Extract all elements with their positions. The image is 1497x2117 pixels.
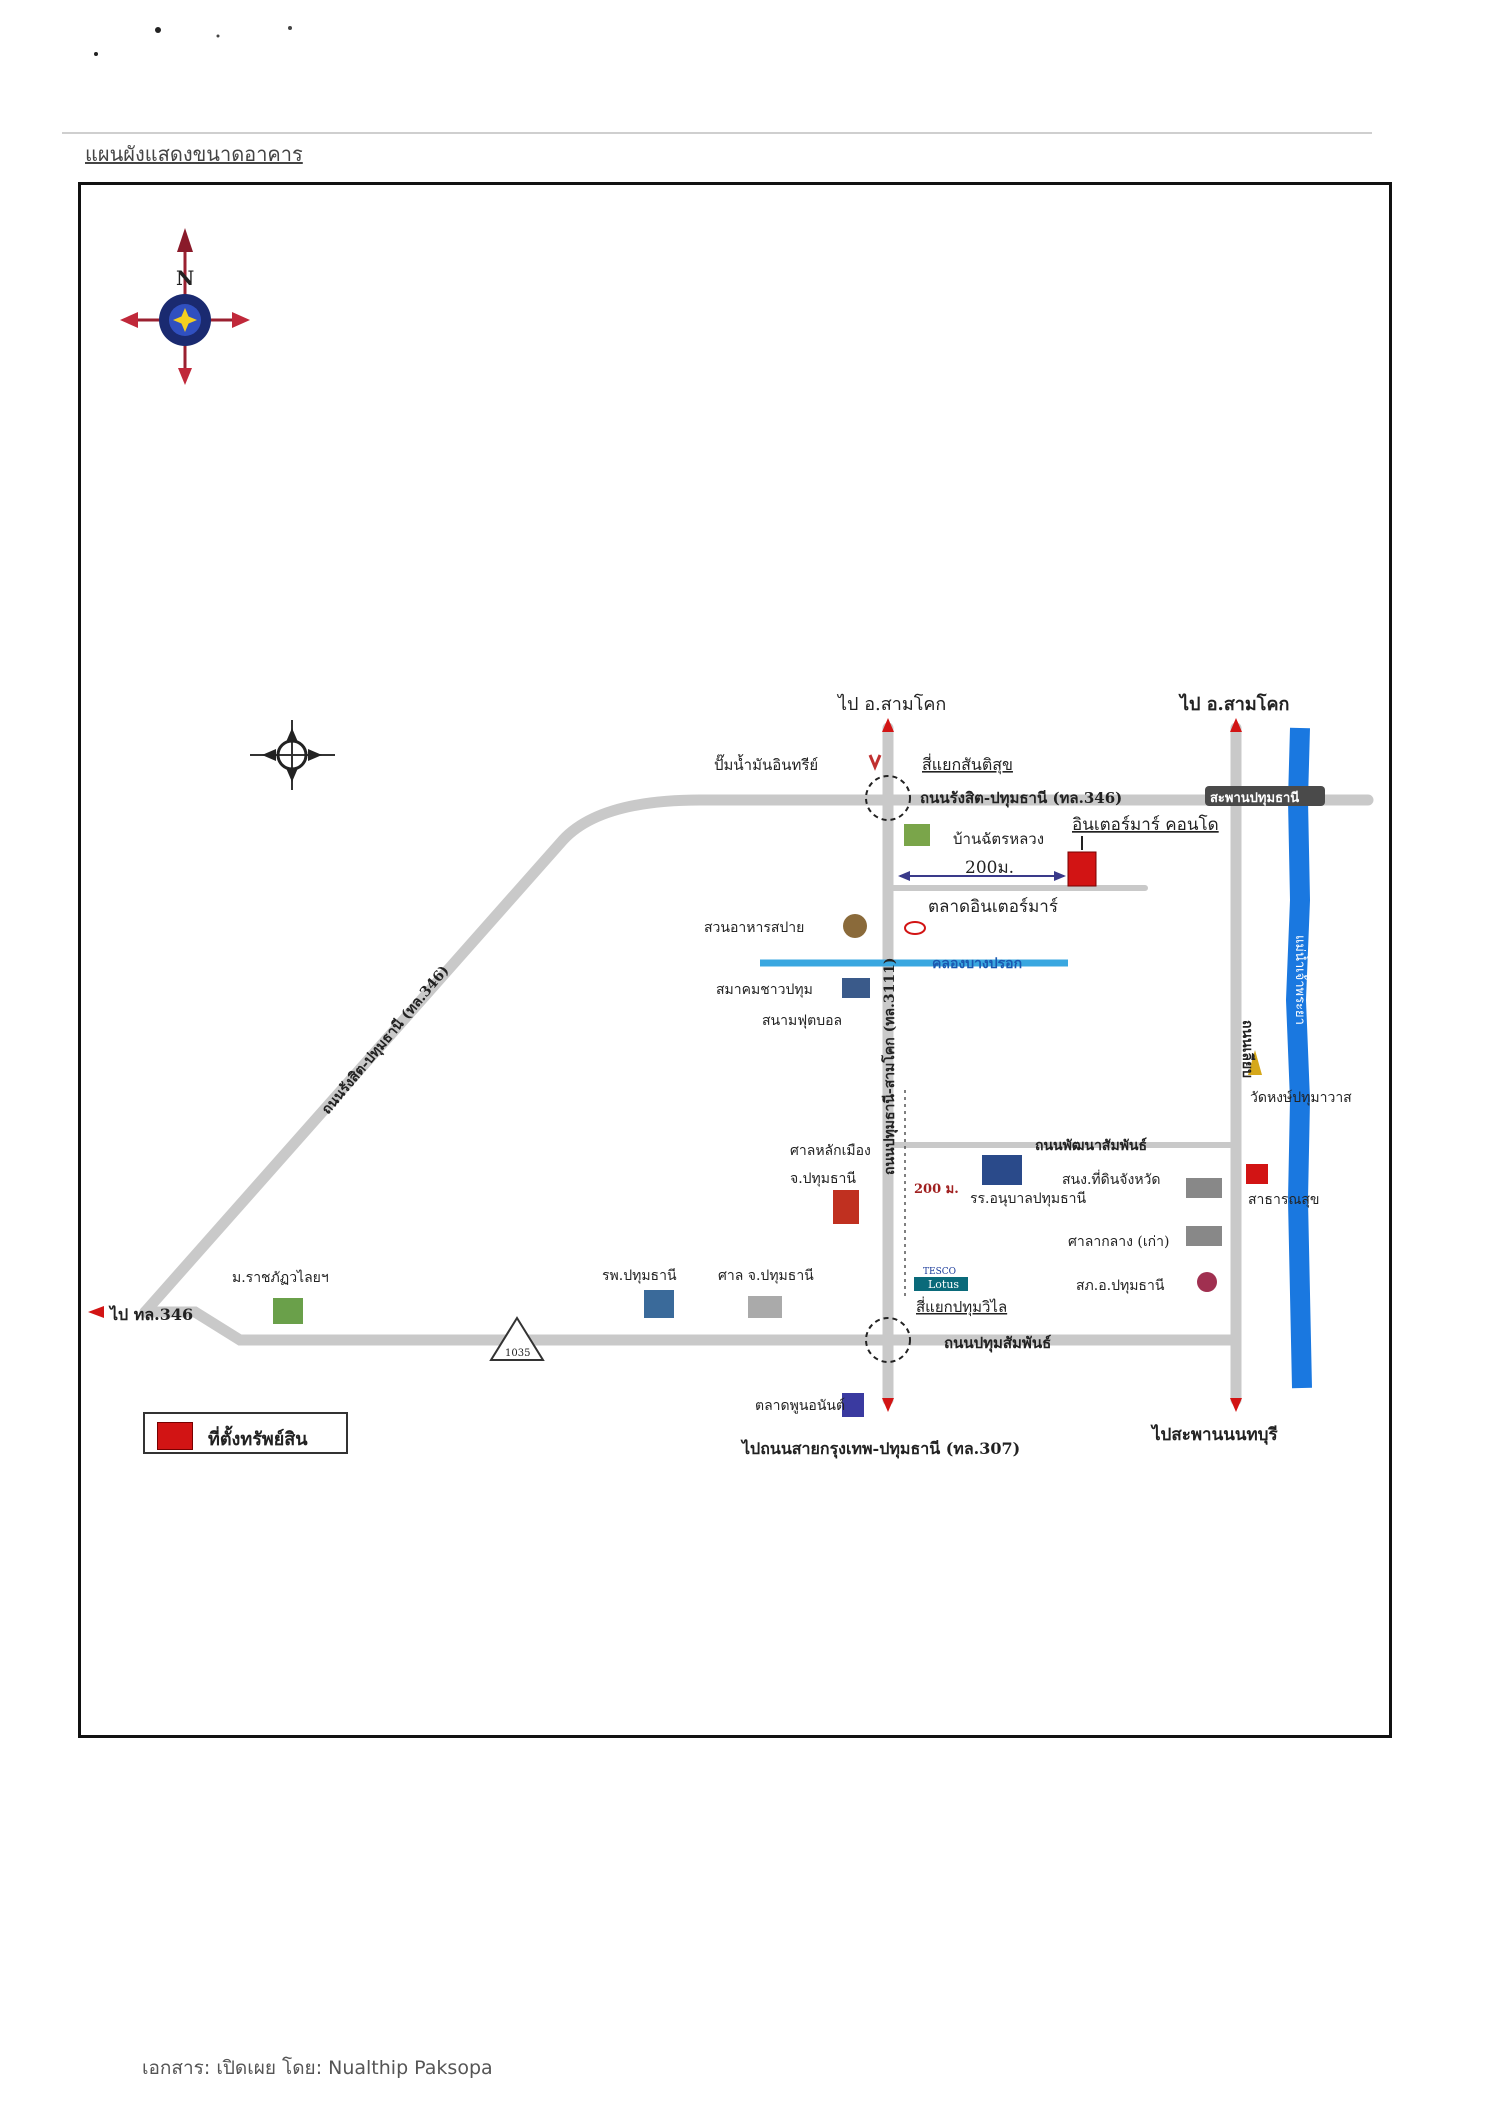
intersection-marker-top <box>865 775 911 821</box>
arrow-down-icon <box>1230 1398 1242 1412</box>
label-to-nonthaburi: ไปสะพานนนทบุรี <box>1150 1424 1278 1445</box>
legend-swatch <box>157 1422 193 1450</box>
label-road-right-vertical: ถนนเลียบ <box>1239 1020 1255 1078</box>
label-police: สภ.อ.ปทุมธานี <box>1076 1278 1165 1294</box>
label-distance-1: 200ม. <box>965 858 1014 878</box>
header-rule <box>62 132 1372 134</box>
label-lotus: Lotus <box>928 1278 959 1291</box>
label-intersection-bottom: สี่แยกปทุมวิไล <box>916 1296 1007 1317</box>
map-frame <box>78 182 1392 1738</box>
label-market-inter: ตลาดอินเตอร์มาร์ <box>928 897 1058 917</box>
label-to-samkhok-1: ไป อ.สามโคก <box>836 693 946 715</box>
label-health: สาธารณสุข <box>1248 1192 1319 1208</box>
label-to-346: ไป ทล.346 <box>108 1305 193 1324</box>
toyota-icon <box>904 921 926 935</box>
intersection-marker-bottom <box>865 1317 911 1363</box>
court-icon <box>748 1296 782 1318</box>
label-school-1: สมาคมชาวปทุม <box>716 982 813 998</box>
legend-label: ที่ตั้งทรัพย์สิน <box>208 1429 308 1450</box>
property-marker <box>1067 851 1097 887</box>
river <box>1285 727 1312 1389</box>
label-canal: คลองบางปรอก <box>932 956 1022 972</box>
label-hospital: รพ.ปทุมธานี <box>602 1268 677 1284</box>
route-shield-icon <box>489 1316 545 1361</box>
label-to-bangkok: ไปถนนสายกรุงเทพ-ปทุมธานี (ทล.307) <box>740 1439 1020 1459</box>
label-court: ศาล จ.ปทุมธานี <box>718 1268 814 1284</box>
label-road-bottom: ถนนปทุมสัมพันธ์ <box>944 1334 1051 1353</box>
label-old-office: ศาลากลาง (เก่า) <box>1068 1234 1169 1250</box>
label-school-anuban: รร.อนุบาลปทุมธานี <box>970 1191 1087 1207</box>
label-provincial-office: สนง.ที่ดินจังหวัด <box>1062 1170 1161 1188</box>
compass-rose-small <box>250 720 335 790</box>
label-route-1035: 1035 <box>505 1348 530 1359</box>
label-school-2: สนามฟุตบอล <box>762 1013 842 1029</box>
map-legend: ที่ตั้งทรัพย์สิน <box>143 1412 348 1454</box>
label-university: ม.ราชภัฏวไลยฯ <box>232 1269 329 1286</box>
label-garden: สวนอาหารสปาย <box>704 920 804 936</box>
temple-icon <box>1248 1050 1262 1075</box>
page-title: แผนผังแสดงขนาดอาคาร <box>85 142 303 166</box>
label-road-pathum-sampan: ถนนพัฒนาสัมพันธ์ <box>1035 1137 1147 1154</box>
arrow-up-icon <box>882 718 894 732</box>
house-icon <box>904 824 930 846</box>
label-petrol: ปั๊มน้ำมันอินทรีย์ <box>714 754 818 774</box>
footer-text: เอกสาร: เปิดเผย โดย: Nualthip Paksopa <box>142 2057 493 2079</box>
label-shrine-1: ศาลหลักเมือง <box>790 1143 871 1159</box>
school-icon <box>982 1155 1022 1185</box>
label-distance-2: 200 ม. <box>914 1182 959 1197</box>
label-property: อินเตอร์มาร์ คอนโด <box>1072 814 1219 835</box>
label-river: แม่น้ำเจ้าพระยา <box>1292 935 1310 1025</box>
hospital-icon <box>644 1290 674 1318</box>
arrow-left-icon <box>88 1306 104 1318</box>
label-market-bottom: ตลาดพูนอนันต์ <box>755 1397 845 1414</box>
compass-n-label: N <box>176 266 194 290</box>
building-icon <box>842 978 870 998</box>
label-bridge: สะพานปทุมธานี <box>1210 790 1299 806</box>
arrow-down-icon <box>882 1398 894 1412</box>
label-temple: วัดหงษ์ปทุมาวาส <box>1250 1089 1352 1106</box>
label-road-rangsit: ถนนรังสิต-ปทุมธานี (ทล.346) <box>920 789 1122 808</box>
market-icon <box>842 1393 864 1417</box>
label-ban-chat: บ้านฉัตรหลวง <box>953 830 1044 848</box>
garden-icon <box>843 914 867 938</box>
label-road-vertical: ถนนปทุมธานี-สามโคก (ทล.3111) <box>880 957 898 1175</box>
roads <box>139 722 1374 1406</box>
petrol-icon <box>868 754 882 771</box>
police-icon <box>1197 1272 1217 1292</box>
office-icon <box>1186 1178 1222 1198</box>
label-intersection-top: สี่แยกสันติสุข <box>922 753 1013 775</box>
university-icon <box>273 1298 303 1324</box>
distance-arrow-1 <box>898 871 1066 881</box>
compass-rose-large: N <box>120 228 250 385</box>
label-shrine-2: จ.ปทุมธานี <box>790 1171 856 1187</box>
scan-marks <box>90 22 320 76</box>
health-icon <box>1246 1164 1268 1184</box>
bridge-icon <box>1205 786 1325 806</box>
lotus-icon <box>914 1277 968 1291</box>
arrow-up-icon <box>1230 718 1242 732</box>
label-to-samkhok-2: ไป อ.สามโคก <box>1178 693 1289 715</box>
label-diagonal-road: ถนนรังสิต-ปทุมธานี (ทล.346) <box>319 963 453 1118</box>
old-office-icon <box>1186 1226 1222 1246</box>
label-tesco: TESCO <box>923 1267 956 1277</box>
shrine-icon <box>833 1190 859 1224</box>
